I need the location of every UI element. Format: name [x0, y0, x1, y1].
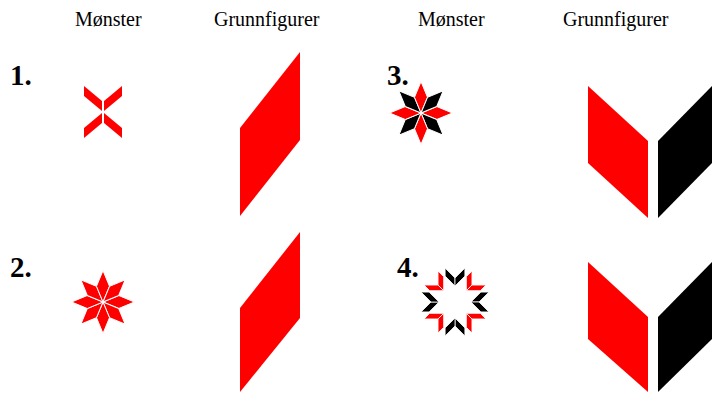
figure-number: 2.: [10, 252, 32, 284]
pattern-one: [84, 86, 122, 138]
figure-number: 3.: [387, 60, 409, 92]
basic-figure: [240, 52, 300, 216]
column-heading: Grunnfigurer: [214, 8, 320, 30]
figure-number: 4.: [397, 252, 419, 284]
pattern-three: [390, 82, 453, 145]
column-heading: Grunnfigurer: [563, 8, 669, 30]
basic-figure: [240, 232, 300, 392]
column-heading: Mønster: [75, 8, 142, 30]
basic-figure-pair: [588, 262, 712, 392]
figure-number: 1.: [10, 60, 32, 92]
pattern-two: [72, 271, 135, 334]
pattern-four: [421, 268, 489, 336]
basic-figure-pair: [588, 86, 712, 218]
column-heading: Mønster: [418, 8, 485, 30]
